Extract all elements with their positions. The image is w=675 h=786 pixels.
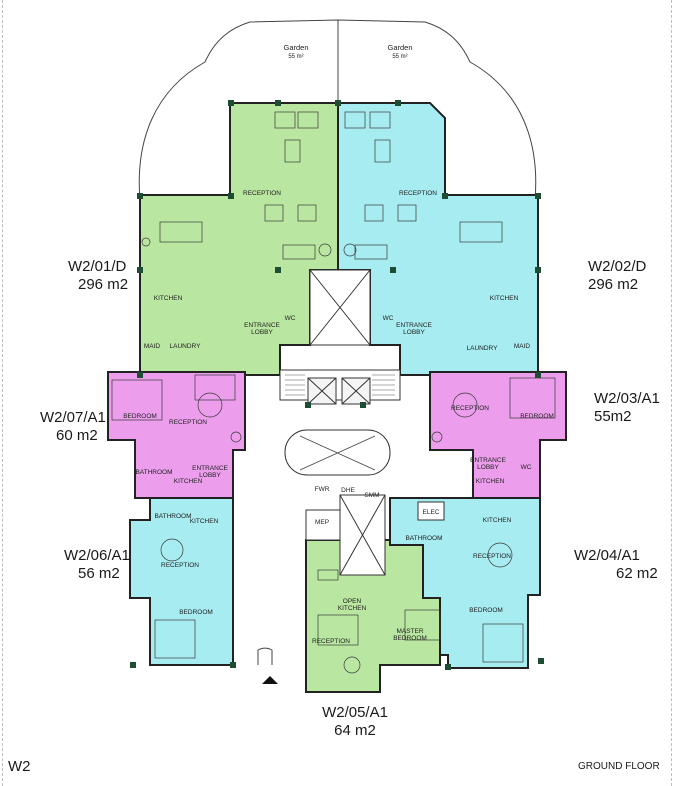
u03-lobby-label: LOBBY	[477, 464, 499, 471]
unit-area: 56 m2	[78, 565, 120, 582]
unit-code: W2/04/A1	[574, 547, 640, 564]
garden-1-name: Garden	[283, 43, 308, 52]
stair-treads	[285, 374, 395, 396]
u07-bathroom-label: BATHROOM	[135, 469, 172, 476]
u01-reception-label: RECEPTION	[243, 190, 281, 197]
u07-reception-label: RECEPTION	[169, 419, 207, 426]
unit-area: 296 m2	[588, 276, 639, 293]
u02-wc-label: WC	[383, 315, 394, 322]
unit-w2-06-a1-area	[129, 497, 234, 666]
u02-maid-label: MAID	[514, 343, 531, 350]
core-mep-label: MEP	[315, 519, 329, 526]
unit-code: W2/01/D	[68, 258, 127, 275]
unit-area: 62 m2	[616, 565, 658, 582]
core-dhe-label: DHE	[341, 487, 355, 494]
u03-bedroom-label: BEDROOM	[520, 413, 554, 420]
u06-bathroom-label: BATHROOM	[154, 513, 191, 520]
u07-kitchen-label: KITCHEN	[174, 478, 203, 485]
u05-kitchen-label: KITCHEN	[338, 605, 367, 612]
garden-1-area: 55 m²	[288, 54, 303, 60]
u05-bedroom-label: BEDROOM	[393, 635, 427, 642]
unit-code: W2/02/D	[588, 258, 647, 275]
u01-wc-label: WC	[285, 315, 296, 322]
u03-kitchen-label: KITCHEN	[476, 478, 505, 485]
u02-kitchen-label: KITCHEN	[490, 295, 519, 302]
u02-laundry-label: LAUNDRY	[467, 345, 499, 352]
unit-label-w2-03-a1: W2/03/A1 55m2	[594, 390, 660, 426]
unit-area: 55m2	[594, 408, 632, 425]
unit-code: W2/05/A1	[322, 704, 388, 721]
u01-lobby-label: LOBBY	[251, 329, 273, 336]
courtyard-oval	[284, 429, 391, 476]
u04-bedroom-label: BEDROOM	[469, 607, 503, 614]
u05-open-label: OPEN	[343, 598, 362, 605]
u02-reception-label: RECEPTION	[399, 190, 437, 197]
furniture	[111, 111, 556, 674]
unit-w2-05-a1-area	[305, 539, 441, 693]
u05-master-label: MASTER	[396, 628, 423, 635]
unit-code: W2/06/A1	[64, 547, 130, 564]
garden-2-area: 55 m²	[392, 54, 407, 60]
u04-bathroom-label: BATHROOM	[405, 535, 442, 542]
unit-label-w2-07-a1: W2/07/A1 60 m2	[40, 409, 106, 445]
unit-area: 60 m2	[56, 427, 98, 444]
unit-label-w2-05-a1: W2/05/A1 64 m2	[310, 704, 400, 740]
u03-entrance-label: ENTRANCE	[470, 457, 506, 464]
unit-area: 296 m2	[78, 276, 129, 293]
unit-code: W2/07/A1	[40, 409, 106, 426]
u04-kitchen-label: KITCHEN	[483, 517, 512, 524]
garden-2-name: Garden	[387, 43, 412, 52]
u01-laundry-label: LAUNDRY	[170, 343, 202, 350]
unit-label-w2-06-a1: W2/06/A1 56 m2	[64, 547, 130, 583]
unit-label-w2-02-d: W2/02/D 296 m2	[588, 258, 646, 294]
garden-outline	[138, 19, 537, 201]
u03-wc-label: WC	[521, 464, 532, 471]
u04-reception-label: RECEPTION	[473, 553, 511, 560]
u02-lobby-label: LOBBY	[403, 329, 425, 336]
core-fwr-label: FWR	[315, 486, 330, 493]
u06-reception-label: RECEPTION	[161, 562, 199, 569]
u01-entrance-label: ENTRANCE	[244, 322, 280, 329]
unit-label-w2-01-d: W2/01/D 296 m2	[68, 258, 128, 294]
unit-label-w2-04-a1: W2/04/A1 62 m2	[574, 547, 658, 583]
u06-kitchen-label: KITCHEN	[190, 518, 219, 525]
u03-reception-label: RECEPTION	[451, 405, 489, 412]
left-page-edge	[2, 0, 3, 786]
unit-area: 64 m2	[334, 722, 376, 739]
u07-entrance-label: ENTRANCE	[192, 465, 228, 472]
u05-reception-label: RECEPTION	[312, 638, 350, 645]
core-smm-label: SMM	[364, 492, 379, 499]
unit-w2-01-d-area	[139, 102, 339, 376]
floor-label: GROUND FLOOR	[578, 761, 660, 772]
unit-code: W2/03/A1	[594, 390, 660, 407]
u02-entrance-label: ENTRANCE	[396, 322, 432, 329]
u07-lobby-label: LOBBY	[199, 472, 221, 479]
core-elec-label: ELEC	[423, 509, 440, 516]
u07-bedroom-label: BEDROOM	[123, 413, 157, 420]
u01-maid-label: MAID	[144, 343, 161, 350]
u01-kitchen-label: KITCHEN	[154, 295, 183, 302]
structural-columns	[130, 100, 544, 670]
right-page-edge	[671, 0, 672, 786]
building-label: W2	[8, 758, 31, 775]
main-entrance	[257, 647, 278, 684]
u06-bedroom-label: BEDROOM	[179, 609, 213, 616]
